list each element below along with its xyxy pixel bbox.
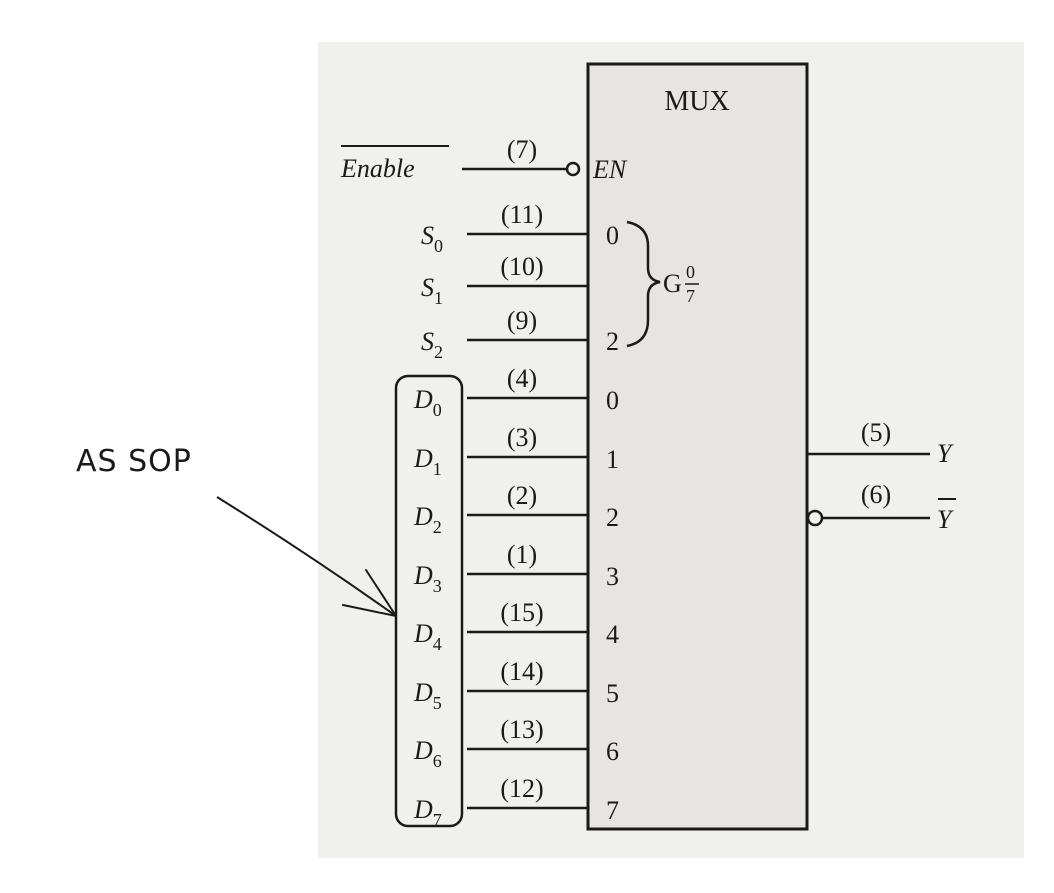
data-d1-port-label: 1 <box>606 445 619 474</box>
select-s0-pin-number: (11) <box>501 200 543 229</box>
data-d0-name-letter: D <box>413 385 433 414</box>
data-d1-name-subscript: 1 <box>433 459 442 479</box>
enable-signal-name: Enable <box>340 154 415 183</box>
data-d4-name: D4 <box>413 619 442 654</box>
data-d4-name-letter: D <box>413 619 433 648</box>
select-s2-pin-number: (9) <box>507 306 537 335</box>
data-d6-name-subscript: 6 <box>433 751 442 771</box>
select-s1-name: S1 <box>421 273 443 308</box>
select-s2-name-subscript: 2 <box>434 342 443 362</box>
data-d6-name-letter: D <box>413 736 433 765</box>
data-d5-name-letter: D <box>413 678 433 707</box>
data-d1-name: D1 <box>413 444 442 479</box>
data-d0-port-label: 0 <box>606 386 619 415</box>
data-d4-port-label: 4 <box>606 620 619 649</box>
data-d7-port-label: 7 <box>606 796 619 825</box>
group-label-main: G <box>663 269 682 298</box>
data-d5-name-subscript: 5 <box>433 693 442 713</box>
group-label-sub: 7 <box>686 286 695 306</box>
data-d2-name-letter: D <box>413 502 433 531</box>
data-d7-pin-number: (12) <box>500 774 543 803</box>
data-d2-port-label: 2 <box>606 503 619 532</box>
data-d5-port-label: 5 <box>606 679 619 708</box>
enable-port-label: EN <box>592 155 628 184</box>
annotation-arrow-shaft <box>216 496 397 617</box>
data-d3-name-letter: D <box>413 561 433 590</box>
select-s2-name-letter: S <box>421 327 434 356</box>
data-d0-name: D0 <box>413 385 442 420</box>
enable-inversion-bubble <box>565 161 581 177</box>
mux-title: MUX <box>664 86 729 117</box>
select-s1-name-subscript: 1 <box>434 288 443 308</box>
select-inputs: S0(11)0S1(10)S2(9)2 <box>421 200 619 362</box>
data-d6-port-label: 6 <box>606 737 619 766</box>
data-inputs: D0(4)0D1(3)1D2(2)2D3(1)3D4(15)4D5(14)5D6… <box>413 364 619 830</box>
data-d7-name-letter: D <box>413 795 433 824</box>
annotation-arrow-head <box>342 569 397 617</box>
select-brace <box>626 220 661 348</box>
annotation-bracket <box>394 374 464 828</box>
output-y-label: Y <box>937 439 954 468</box>
data-d4-name-subscript: 4 <box>433 634 442 654</box>
group-label-sup: 0 <box>686 262 695 282</box>
data-d3-port-label: 3 <box>606 562 619 591</box>
data-d1-pin-number: (3) <box>507 423 537 452</box>
data-d2-name: D2 <box>413 502 442 537</box>
data-d4-pin-number: (15) <box>500 598 543 627</box>
data-d6-pin-number: (13) <box>500 715 543 744</box>
annotation-text: AS SOP <box>76 444 192 479</box>
mux-block <box>586 62 809 831</box>
select-s0-port-label: 0 <box>606 221 619 250</box>
data-d3-name: D3 <box>413 561 442 596</box>
select-s1-name-letter: S <box>421 273 434 302</box>
data-d2-name-subscript: 2 <box>433 517 442 537</box>
select-s2-port-label: 2 <box>606 327 619 356</box>
data-d2-pin-number: (2) <box>507 481 537 510</box>
data-d0-name-subscript: 0 <box>433 400 442 420</box>
select-s2-name: S2 <box>421 327 443 362</box>
data-d6-name: D6 <box>413 736 442 771</box>
data-d3-pin-number: (1) <box>507 540 537 569</box>
data-d7-name: D7 <box>413 795 442 830</box>
select-s1-pin-number: (10) <box>500 252 543 281</box>
output-ybar-inversion-bubble <box>806 509 824 527</box>
select-s0-name-subscript: 0 <box>434 236 443 256</box>
select-s0-name-letter: S <box>421 221 434 250</box>
data-d1-name-letter: D <box>413 444 433 473</box>
output-y-pin-number: (5) <box>861 418 891 447</box>
data-d0-pin-number: (4) <box>507 364 537 393</box>
output-ybar-pin-number: (6) <box>861 480 891 509</box>
enable-pin-number: (7) <box>507 135 537 164</box>
data-d3-name-subscript: 3 <box>433 576 442 596</box>
select-s0-name: S0 <box>421 221 443 256</box>
data-d5-pin-number: (14) <box>500 657 543 686</box>
data-d5-name: D5 <box>413 678 442 713</box>
data-d7-name-subscript: 7 <box>433 810 442 830</box>
output-ybar-label: Y <box>937 505 954 534</box>
